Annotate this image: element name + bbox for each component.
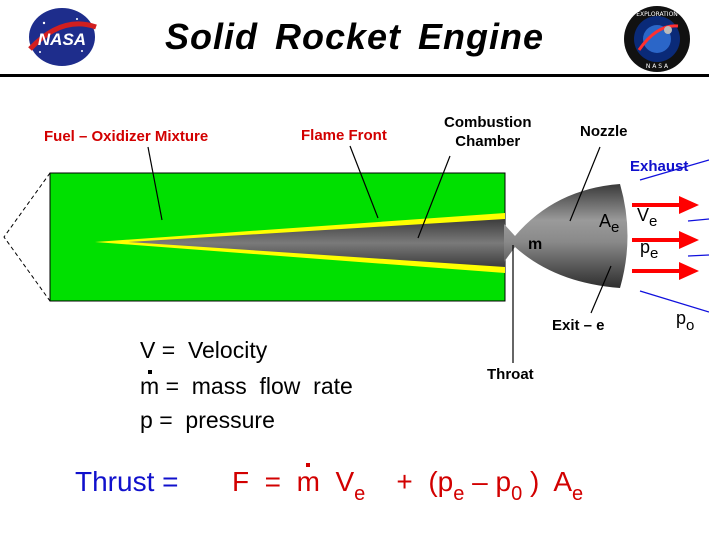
eq-pe-sub: e	[453, 483, 465, 505]
eq-area-sub: e	[572, 483, 584, 505]
exit-area-sub: e	[611, 219, 620, 236]
thrust-label: Thrust =	[75, 466, 179, 497]
header-divider	[0, 74, 709, 77]
legend-text: = mass flow rate	[165, 373, 353, 399]
combustion-label-line1: Combustion	[444, 114, 532, 131]
page-title: Solid Rocket Engine	[164, 16, 545, 57]
nozzle	[504, 184, 628, 288]
eq-minus: – p	[472, 466, 512, 497]
nasa-logo: NASA	[28, 8, 97, 66]
eq-plus: +	[396, 466, 413, 497]
eq-mass-flow: m	[296, 466, 320, 497]
mass-flow-symbol: m	[528, 236, 709, 254]
throat-label: Throat	[487, 366, 534, 383]
ambient-pressure-symbol: po	[676, 308, 694, 334]
exhaust-arrows	[632, 196, 699, 280]
eq-velocity: V	[335, 466, 355, 497]
eq-close-paren: )	[530, 466, 540, 497]
exploration-logo-bottom-text: N A S A	[646, 63, 669, 70]
legend-mass-flow: m = mass flow rate	[140, 373, 353, 400]
legend-velocity: V = Velocity	[140, 337, 267, 364]
legend-pressure: p = pressure	[140, 407, 275, 434]
exit-pressure-main: p	[640, 237, 651, 257]
nozzle-label: Nozzle	[580, 123, 628, 140]
exhaust-boundary	[639, 159, 709, 313]
combustion-chamber-label: Combustion Chamber	[444, 113, 532, 151]
exit-pressure-symbol: pe	[640, 237, 658, 262]
eq-force: F	[232, 466, 250, 497]
legend-symbol: m	[140, 373, 160, 399]
eq-velocity-sub: e	[354, 483, 366, 505]
fuel-oxidizer-label: Fuel – Oxidizer Mixture	[44, 128, 209, 145]
combustion-chamber	[128, 219, 505, 267]
eq-open-paren: (p	[428, 466, 454, 497]
exit-velocity-symbol: Ve	[637, 205, 657, 230]
thrust-equation: F = m Ve + (pe – p0 ) Ae	[232, 466, 583, 505]
ambient-pressure-main: p	[676, 308, 687, 328]
exit-label: Exit – e	[552, 317, 605, 334]
nasa-logo-text: NASA	[38, 30, 86, 49]
exit-pressure-sub: e	[650, 245, 659, 262]
flame-front-label: Flame Front	[301, 127, 387, 144]
exit-velocity-main: V	[637, 205, 650, 225]
exit-velocity-sub: e	[649, 213, 658, 230]
leader-lines	[147, 145, 612, 363]
exit-area-symbol: Ae	[599, 211, 619, 236]
exploration-logo-top-text: EXPLORATION	[636, 11, 678, 18]
eq-equals: =	[264, 466, 282, 497]
nose-cone-outline	[3, 172, 51, 302]
legend-symbol: p	[140, 407, 153, 433]
eq-p0-sub: 0	[511, 483, 523, 505]
legend-text: = pressure	[159, 407, 275, 433]
legend-text: = Velocity	[161, 337, 268, 363]
exhaust-label: Exhaust	[630, 158, 689, 175]
ambient-pressure-sub: o	[686, 317, 695, 334]
exit-area-main: A	[599, 211, 612, 231]
combustion-label-line2: Chamber	[455, 133, 521, 150]
legend-symbol: V	[140, 337, 156, 363]
eq-area: A	[553, 466, 573, 497]
exploration-logo: EXPLORATION N A S A	[624, 6, 690, 72]
